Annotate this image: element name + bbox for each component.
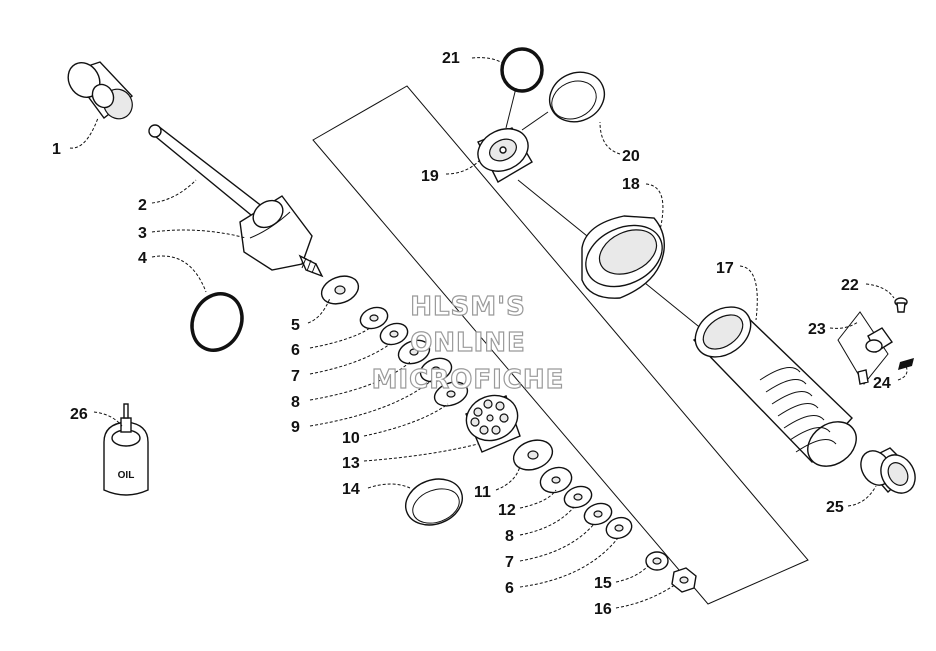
watermark-line-1: HLSM'S (410, 292, 526, 322)
callout-21: 21 (442, 50, 460, 67)
part-15-washer (645, 551, 669, 571)
callout-6-upper: 6 (291, 342, 300, 359)
callout-7-upper: 7 (291, 368, 300, 385)
part-10-washer (433, 381, 469, 407)
part-26-oil-bottle: OIL (103, 403, 149, 496)
part-2-piston-rod (148, 124, 274, 225)
watermark-line-2: ONLINE (410, 328, 526, 358)
callout-24: 24 (873, 375, 891, 392)
part-5-washer (320, 275, 360, 305)
leader-lines (69, 57, 908, 609)
callout-19: 19 (421, 168, 439, 185)
callout-8-lower: 8 (505, 528, 514, 545)
callout-labels: 1 2 3 4 5 6 7 8 9 10 13 14 11 12 8 7 6 1… (52, 50, 891, 618)
part-14-piston-band (405, 478, 463, 526)
part-7-shim (379, 322, 409, 346)
callout-5: 5 (291, 317, 300, 334)
part-4-o-ring (190, 292, 244, 352)
callout-10: 10 (342, 430, 360, 447)
part-25-bottom-bushing (860, 447, 916, 494)
part-13-piston (465, 394, 521, 453)
part-18-spring-collar (581, 215, 665, 299)
callout-9: 9 (291, 419, 300, 436)
part-17-shock-body (692, 306, 857, 467)
part-16-nut (671, 567, 697, 593)
part-24-valve-core (898, 358, 914, 370)
part-20-ring (548, 71, 606, 123)
part-7-lower-shim (583, 502, 613, 526)
part-8-shim (397, 339, 431, 365)
part-19-reservoir-cap (477, 127, 533, 183)
callout-17: 17 (716, 260, 734, 277)
part-9-shim (419, 357, 453, 383)
callout-22: 22 (841, 277, 859, 294)
callout-13: 13 (342, 455, 360, 472)
callout-4: 4 (138, 250, 147, 267)
callout-16: 16 (594, 601, 612, 618)
part-23-valve-bracket (837, 311, 889, 385)
callout-8-upper: 8 (291, 394, 300, 411)
callout-2: 2 (138, 197, 147, 214)
callout-26: 26 (70, 406, 88, 423)
callout-20: 20 (622, 148, 640, 165)
callout-25: 25 (826, 499, 844, 516)
watermark: HLSM'S ONLINE MICROFICHE (371, 291, 565, 395)
callout-6-lower: 6 (505, 580, 514, 597)
part-8-lower-shim (563, 485, 593, 509)
part-23-valve-body (857, 327, 894, 385)
oil-label: OIL (118, 470, 135, 481)
part-6-lower-shim (605, 516, 633, 540)
part-6-shim (359, 306, 389, 330)
callout-12: 12 (498, 502, 516, 519)
part-11-washer (512, 439, 554, 471)
callout-11: 11 (474, 484, 491, 501)
callout-23: 23 (808, 321, 826, 338)
callout-7-lower: 7 (505, 554, 514, 571)
part-12-shim (539, 466, 573, 494)
part-21-o-ring (500, 47, 544, 93)
watermark-line-3: MICROFICHE (372, 365, 565, 395)
part-22-valve-cap (894, 297, 908, 313)
callout-1: 1 (52, 141, 61, 158)
part-1-eyelet-bushing (67, 61, 134, 120)
part-3-seal-head (239, 195, 324, 278)
callout-3: 3 (138, 225, 147, 242)
assembly-frame (312, 85, 809, 605)
callout-14: 14 (342, 481, 360, 498)
callout-15: 15 (594, 575, 612, 592)
callout-18: 18 (622, 176, 640, 193)
